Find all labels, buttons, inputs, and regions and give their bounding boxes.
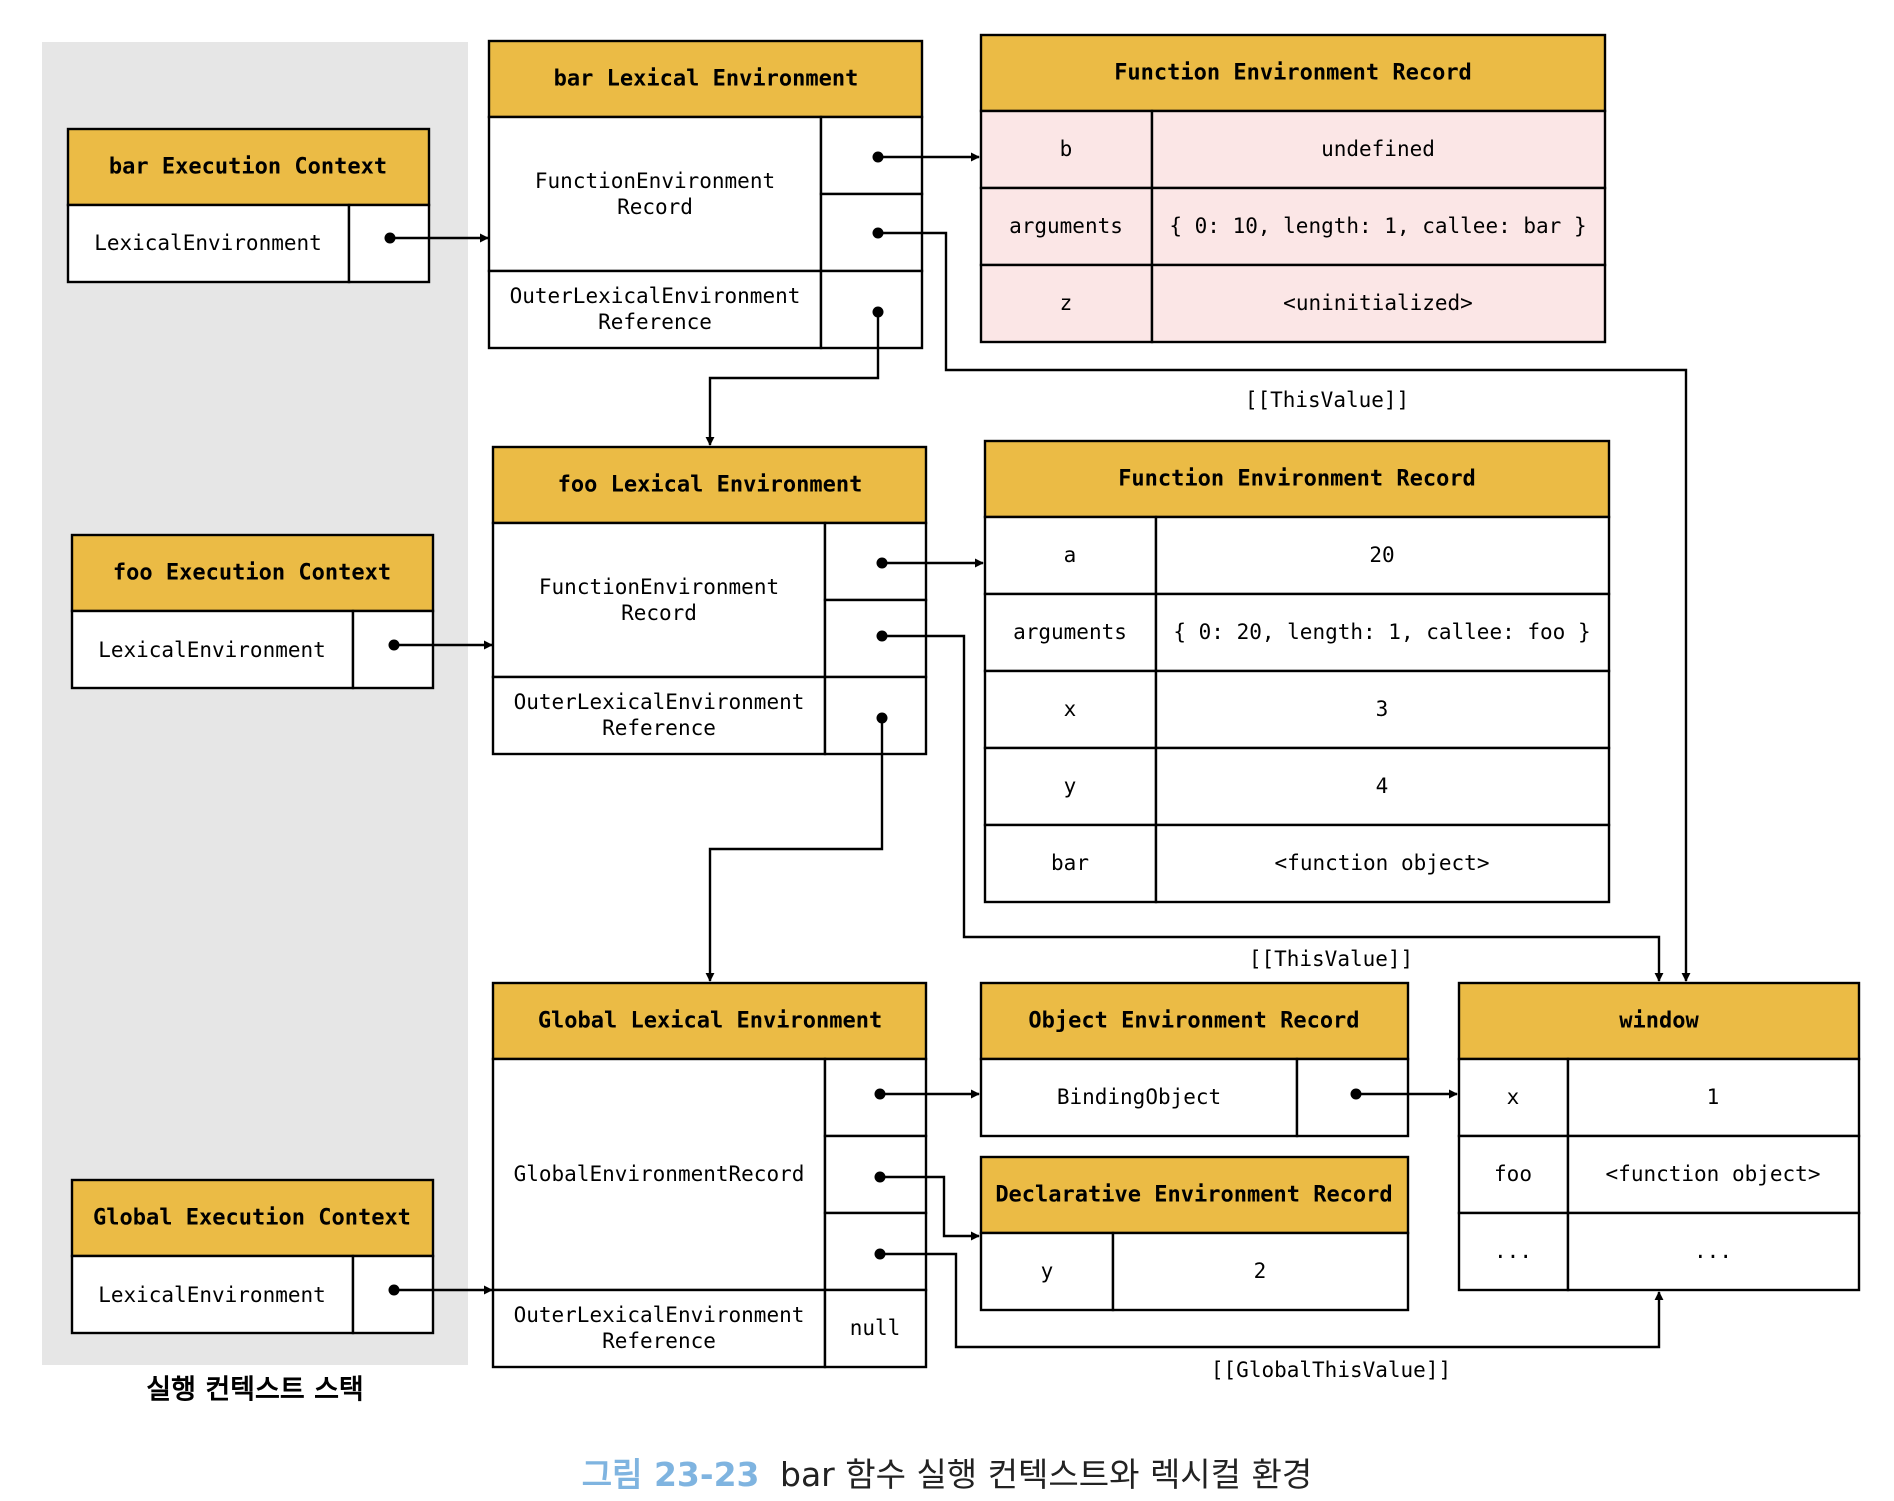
global-lexical-environment: Global Lexical Environment GlobalEnviron… bbox=[491, 981, 928, 1369]
bar-function-environment-record: Function Environment Record b undefined … bbox=[979, 33, 1607, 344]
bar-outer-to-foo-lexenv-edge bbox=[705, 312, 880, 446]
object-environment-record: Object Environment Record BindingObject bbox=[979, 981, 1410, 1138]
window-key: foo bbox=[1494, 1162, 1532, 1186]
foo-fer-key: x bbox=[1064, 697, 1077, 721]
this-value-label-foo: [[ThisValue]] bbox=[1249, 947, 1413, 971]
object-er-title: Object Environment Record bbox=[1028, 1009, 1359, 1034]
bar-fer-key: b bbox=[1060, 137, 1073, 161]
foo-execution-context-title: foo Execution Context bbox=[113, 561, 391, 586]
declarative-er-title: Declarative Environment Record bbox=[995, 1183, 1392, 1208]
bar-lexical-environment: bar Lexical Environment FunctionEnvironm… bbox=[487, 39, 924, 350]
window-value: <function object> bbox=[1606, 1162, 1821, 1186]
bar-execution-context-title: bar Execution Context bbox=[109, 155, 387, 180]
global-outer-label-line2: Reference bbox=[602, 1329, 716, 1353]
foo-lexical-environment: foo Lexical Environment FunctionEnvironm… bbox=[491, 445, 928, 756]
foo-fer-value: 20 bbox=[1369, 543, 1394, 567]
foo-lexical-environment-title: foo Lexical Environment bbox=[558, 473, 863, 498]
global-outer-null: null bbox=[850, 1316, 901, 1340]
foo-record-label-line1: FunctionEnvironment bbox=[539, 575, 779, 599]
window-value: ... bbox=[1694, 1239, 1732, 1263]
stack-caption: 실행 컨텍스트 스택 bbox=[146, 1375, 364, 1406]
global-execution-context: Global Execution Context LexicalEnvironm… bbox=[70, 1178, 435, 1335]
foo-fer-key: a bbox=[1064, 543, 1077, 567]
bar-outer-label-line1: OuterLexicalEnvironment bbox=[510, 284, 801, 308]
foo-fer-value: { 0: 20, length: 1, callee: foo } bbox=[1173, 620, 1590, 644]
foo-execution-context-field: LexicalEnvironment bbox=[98, 638, 326, 662]
global-execution-context-field: LexicalEnvironment bbox=[98, 1283, 326, 1307]
global-this-value-edge bbox=[880, 1252, 1664, 1349]
foo-fer-key: arguments bbox=[1013, 620, 1127, 644]
bar-this-value-edge bbox=[878, 231, 1691, 982]
global-lexical-environment-title: Global Lexical Environment bbox=[538, 1009, 882, 1034]
foo-fer-key: bar bbox=[1051, 851, 1089, 875]
window-title: window bbox=[1619, 1009, 1699, 1034]
bar-fer-title: Function Environment Record bbox=[1114, 61, 1472, 86]
bar-fer-value: { 0: 10, length: 1, callee: bar } bbox=[1169, 214, 1586, 238]
foo-this-value-edge bbox=[882, 634, 1664, 982]
foo-fer-key: y bbox=[1064, 774, 1077, 798]
global-this-value-label: [[GlobalThisValue]] bbox=[1211, 1358, 1451, 1382]
foo-outer-label-line1: OuterLexicalEnvironment bbox=[514, 690, 805, 714]
bar-record-label-line1: FunctionEnvironment bbox=[535, 169, 775, 193]
global-to-declarative-er-edge bbox=[880, 1175, 980, 1241]
global-outer-label-line1: OuterLexicalEnvironment bbox=[514, 1303, 805, 1327]
foo-execution-context: foo Execution Context LexicalEnvironment bbox=[70, 533, 435, 690]
declarative-environment-record: Declarative Environment Record y 2 bbox=[979, 1155, 1410, 1312]
bar-record-label-line2: Record bbox=[617, 195, 693, 219]
pointer-edges bbox=[390, 152, 1691, 1349]
bar-outer-label-line2: Reference bbox=[598, 310, 712, 334]
window-object: window x 1 foo <function object> ... ... bbox=[1457, 981, 1861, 1292]
foo-outer-to-global-lexenv-edge bbox=[705, 718, 884, 982]
bar-execution-context: bar Execution Context LexicalEnvironment bbox=[66, 127, 431, 284]
bar-fer-value: undefined bbox=[1321, 137, 1435, 161]
bar-lexical-environment-title: bar Lexical Environment bbox=[554, 67, 859, 92]
declarative-er-key: y bbox=[1041, 1259, 1054, 1283]
foo-fer-value: 3 bbox=[1376, 697, 1389, 721]
foo-function-environment-record: Function Environment Record a 20 argumen… bbox=[983, 439, 1611, 904]
figure-number: 그림 23-23 bbox=[582, 1455, 760, 1494]
bar-execution-context-field: LexicalEnvironment bbox=[94, 231, 322, 255]
foo-fer-title: Function Environment Record bbox=[1118, 467, 1476, 492]
this-value-label-bar: [[ThisValue]] bbox=[1245, 388, 1409, 412]
figure-caption: 그림 23-23 bar 함수 실행 컨텍스트와 렉시컬 환경 bbox=[582, 1455, 1313, 1494]
foo-fer-value: <function object> bbox=[1275, 851, 1490, 875]
foo-fer-value: 4 bbox=[1376, 774, 1389, 798]
window-key: x bbox=[1507, 1085, 1520, 1109]
bar-fer-key: arguments bbox=[1009, 214, 1123, 238]
object-er-field: BindingObject bbox=[1057, 1085, 1221, 1109]
window-value: 1 bbox=[1707, 1085, 1720, 1109]
declarative-er-value: 2 bbox=[1254, 1259, 1267, 1283]
bar-fer-value: <uninitialized> bbox=[1283, 291, 1473, 315]
figure-caption-text: bar 함수 실행 컨텍스트와 렉시컬 환경 bbox=[780, 1455, 1312, 1494]
foo-outer-label-line2: Reference bbox=[602, 716, 716, 740]
global-record-label: GlobalEnvironmentRecord bbox=[514, 1162, 805, 1186]
global-execution-context-title: Global Execution Context bbox=[93, 1206, 411, 1231]
bar-fer-key: z bbox=[1060, 291, 1073, 315]
pointer-dots bbox=[384, 151, 1362, 1296]
foo-record-label-line2: Record bbox=[621, 601, 697, 625]
window-key: ... bbox=[1494, 1239, 1532, 1263]
